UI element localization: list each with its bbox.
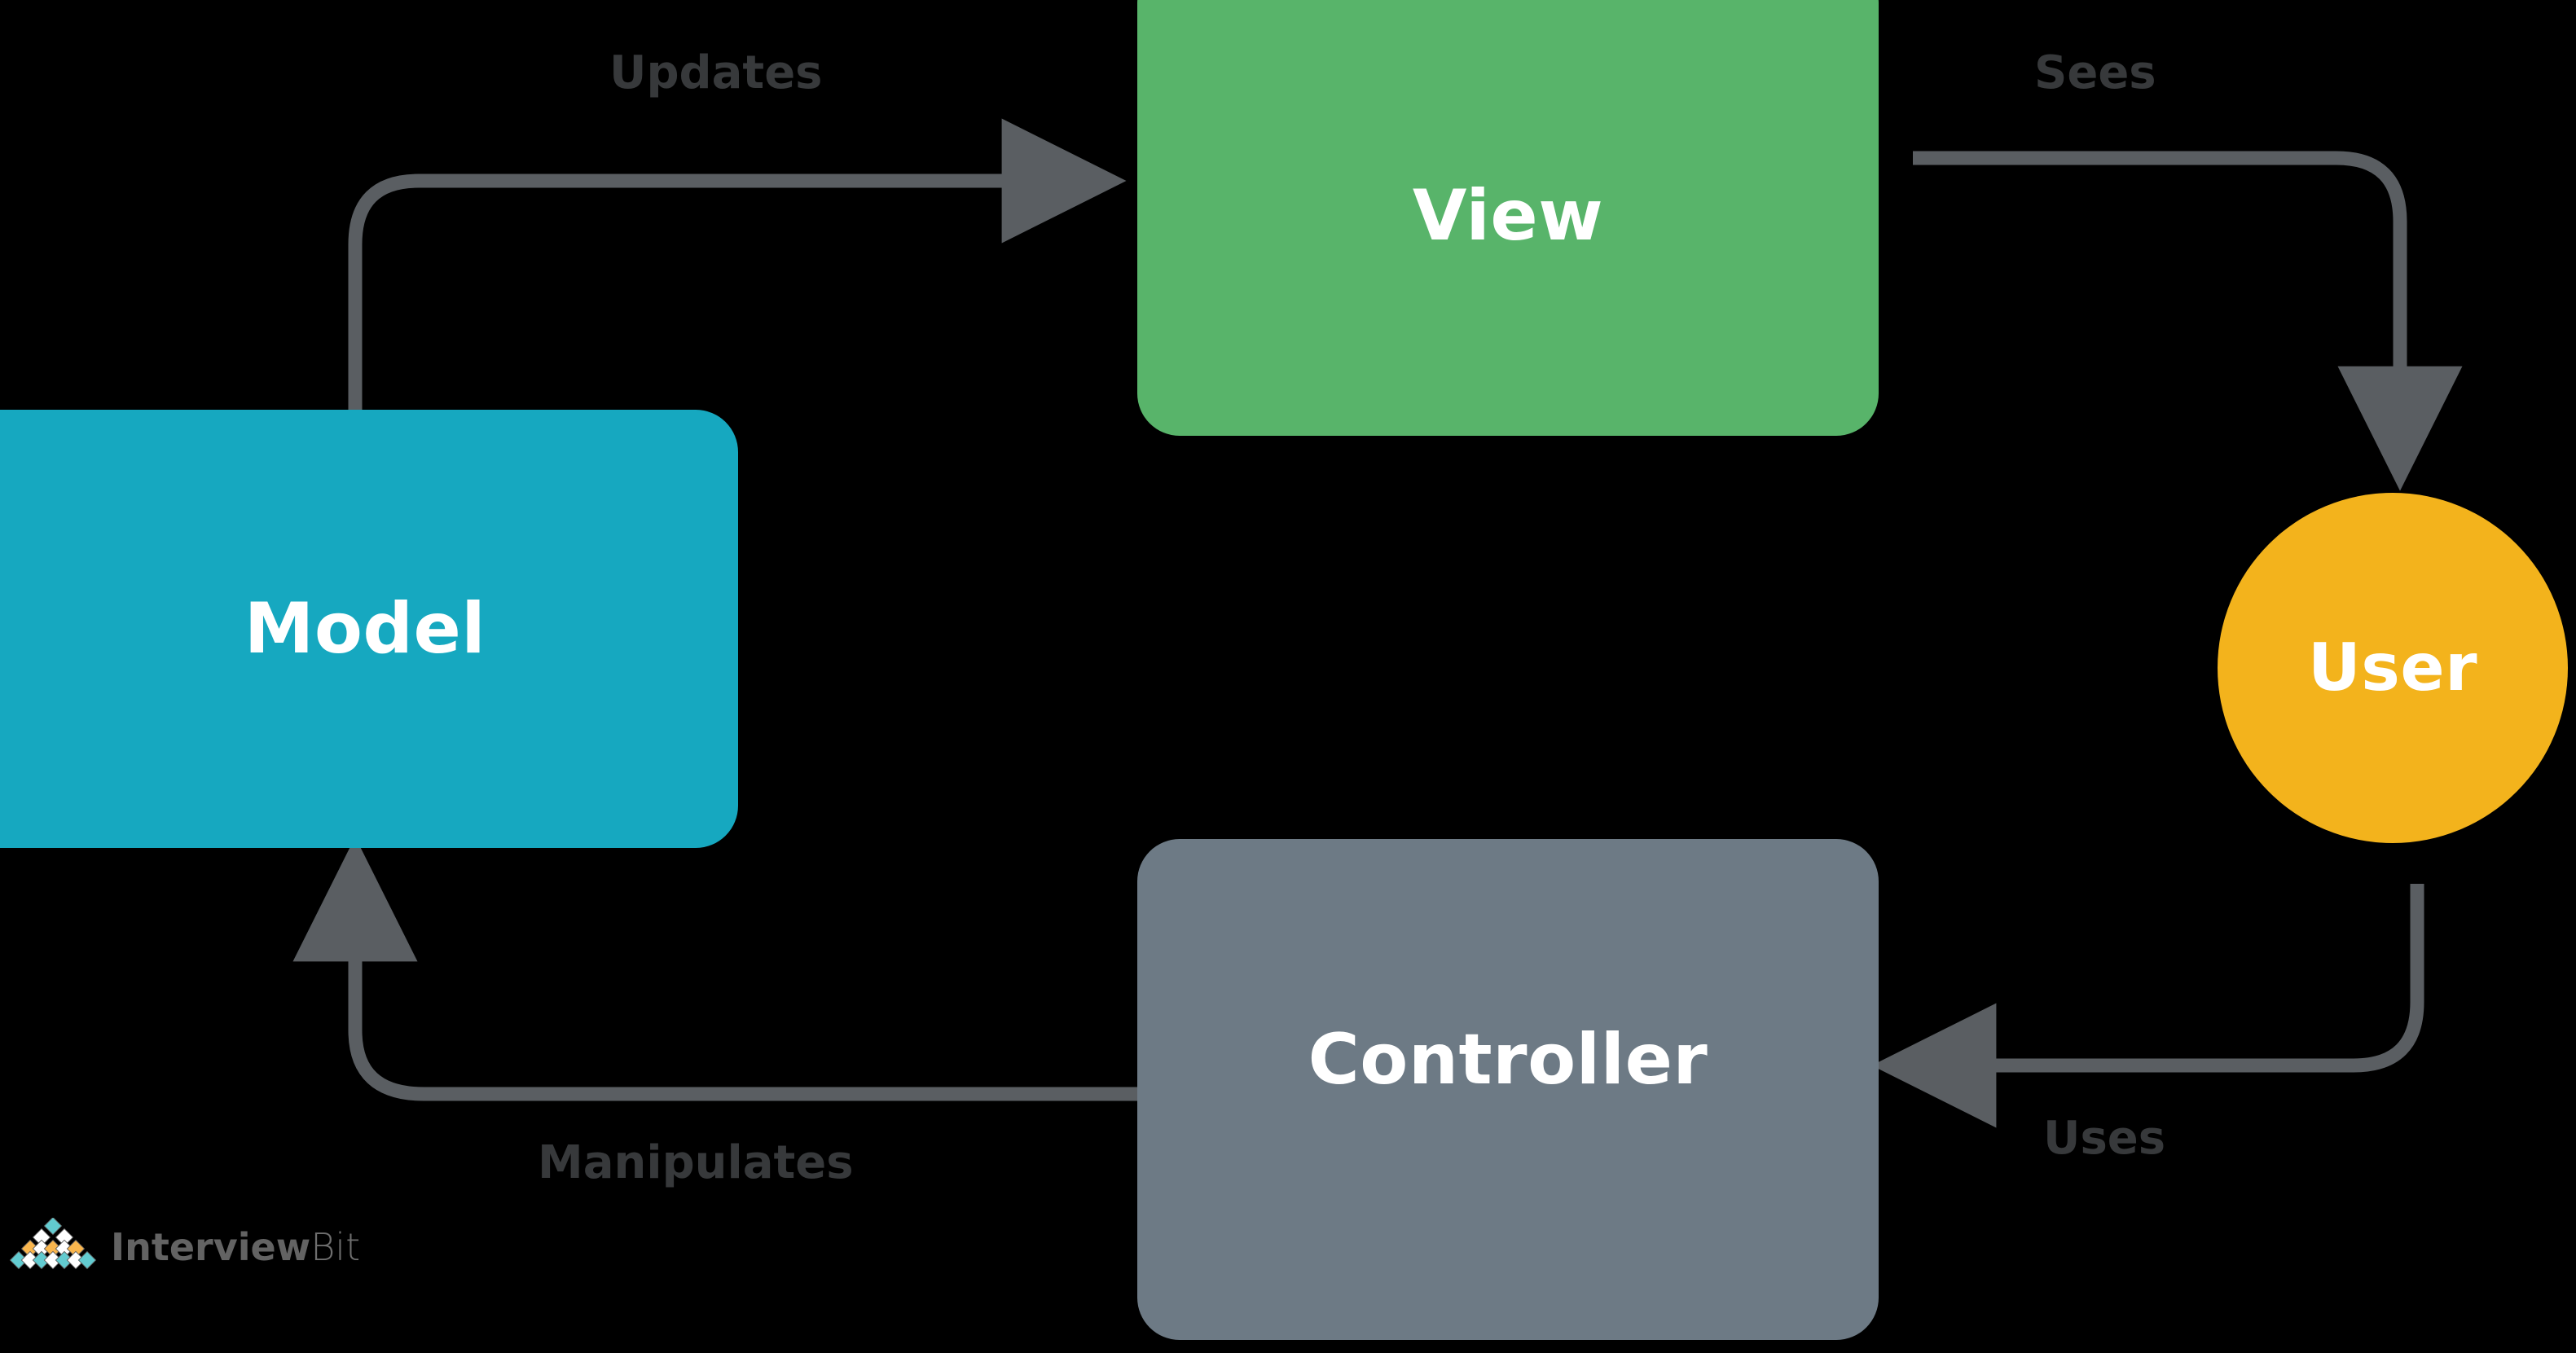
edge-label-uses: Uses — [2043, 1112, 2166, 1165]
interviewbit-logo-mark — [9, 1218, 97, 1270]
node-view-label: View — [1412, 174, 1604, 257]
node-model-label: Model — [244, 588, 486, 670]
node-controller[interactable]: Controller — [1137, 839, 1879, 1340]
node-model[interactable]: Model — [0, 410, 738, 848]
logo-text-bold: Interview — [111, 1225, 311, 1269]
edge-label-updates: Updates — [609, 46, 823, 99]
edge-label-manipulates: Manipulates — [538, 1136, 854, 1189]
edge-uses-arrow — [1871, 884, 2424, 1128]
edge-label-sees: Sees — [2034, 46, 2156, 99]
node-user[interactable]: User — [2218, 493, 2568, 843]
edge-sees-arrow — [1913, 151, 2463, 491]
edge-manipulates-arrow — [292, 837, 1141, 1101]
node-user-label: User — [2307, 630, 2478, 705]
node-view[interactable]: View — [1137, 0, 1879, 436]
node-controller-label: Controller — [1308, 1018, 1708, 1100]
interviewbit-logo[interactable]: InterviewBit — [8, 1218, 360, 1276]
interviewbit-logo-text: InterviewBit — [111, 1228, 360, 1266]
logo-text-light: Bit — [310, 1225, 361, 1269]
